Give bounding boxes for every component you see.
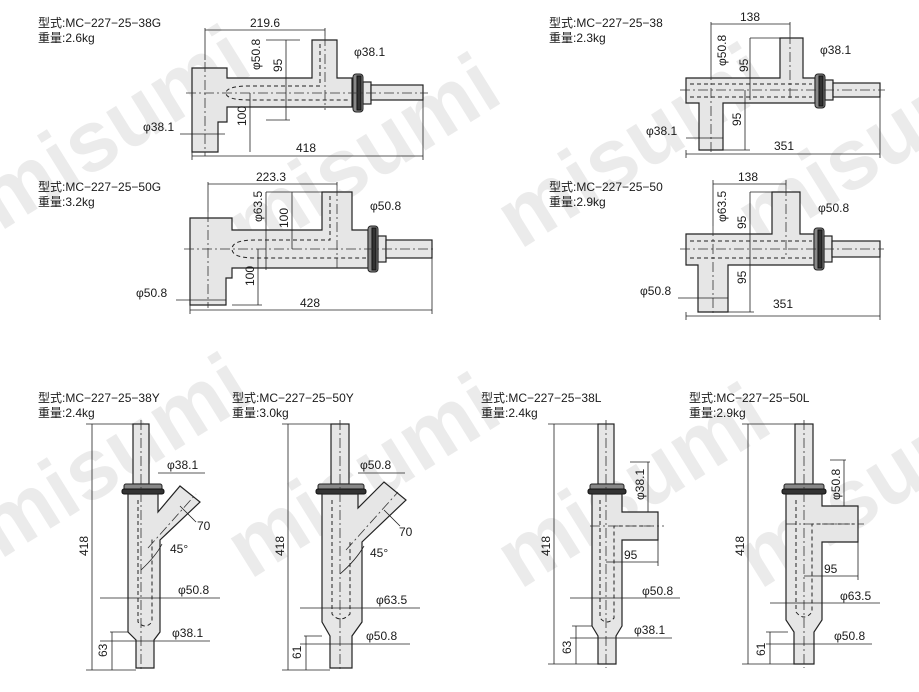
weight-label: 重量:2.4kg bbox=[481, 406, 538, 420]
dim-angle: 45° bbox=[170, 542, 188, 556]
part-50: 型式:MC−227−25−50 重量:2.9kg 138 φ63.5 95 φ5… bbox=[549, 170, 884, 320]
dim-tail: 61 bbox=[754, 642, 768, 656]
dim-branch: 95 bbox=[824, 562, 838, 576]
dim-inlet-dia: φ38.1 bbox=[646, 124, 677, 138]
dim-branch-dia: φ50.8 bbox=[360, 458, 391, 472]
dim-angle: 45° bbox=[370, 546, 388, 560]
weight-label: 重量:2.3kg bbox=[549, 31, 606, 45]
dim-outlet-dia: φ50.8 bbox=[818, 201, 849, 215]
weight-label: 重量:2.9kg bbox=[689, 406, 746, 420]
model-label: 型式:MC−227−25−38Y bbox=[38, 391, 160, 405]
model-label: 型式:MC−227−25−38 bbox=[549, 16, 663, 30]
dim-length: 418 bbox=[296, 141, 316, 155]
part-38G: 型式:MC−227−25−38G 重量:2.6kg 219.6 φ50.8 95… bbox=[38, 16, 428, 160]
pipe-body bbox=[781, 420, 864, 668]
dim-height: 418 bbox=[77, 536, 91, 556]
dim-body-dia: φ50.8 bbox=[642, 584, 673, 598]
dim-branch-dia: φ38.1 bbox=[167, 458, 198, 472]
dim-riser-h: 95 bbox=[735, 215, 749, 229]
dim-branch: 70 bbox=[399, 525, 413, 539]
dim-length: 351 bbox=[773, 297, 793, 311]
dim-drop: 100 bbox=[243, 266, 257, 286]
model-label: 型式:MC−227−25−50L bbox=[689, 391, 810, 405]
model-label: 型式:MC−227−25−38G bbox=[38, 16, 161, 30]
dim-riser-dia: φ63.5 bbox=[251, 191, 265, 222]
model-label: 型式:MC−227−25−50Y bbox=[232, 391, 354, 405]
dimensions: 418 φ50.8 95 φ63.5 φ50.8 61 bbox=[733, 423, 880, 665]
part-50L: 型式:MC−227−25−50L 重量:2.9kg 418 φ50.8 95 φ… bbox=[689, 391, 880, 668]
weight-label: 重量:3.2kg bbox=[38, 195, 95, 209]
model-label: 型式:MC−227−25−50 bbox=[549, 180, 663, 194]
dim-riser-dia: φ50.8 bbox=[249, 39, 263, 70]
dim-length: 351 bbox=[774, 139, 794, 153]
dim-drop: 95 bbox=[735, 270, 749, 284]
dim-height: 418 bbox=[273, 536, 287, 556]
dim-drop: 95 bbox=[730, 112, 744, 126]
pipe-body bbox=[121, 420, 201, 672]
dim-riser-h: 100 bbox=[277, 208, 291, 228]
dim-height: 418 bbox=[539, 536, 553, 556]
weight-label: 重量:3.0kg bbox=[232, 406, 289, 420]
weight-label: 重量:2.6kg bbox=[38, 31, 95, 45]
pipe-body bbox=[315, 420, 407, 672]
dim-branch: 95 bbox=[624, 548, 638, 562]
dim-top: 138 bbox=[740, 10, 760, 24]
dim-branch-dia: φ50.8 bbox=[829, 469, 843, 500]
dim-outlet-dia: φ50.8 bbox=[370, 199, 401, 213]
dim-outlet-dia: φ38.1 bbox=[354, 45, 385, 59]
dim-top: 138 bbox=[738, 170, 758, 184]
dim-outlet-dia: φ38.1 bbox=[820, 43, 851, 57]
dimensions: 418 φ38.1 70 45° φ50.8 φ38.1 63 bbox=[77, 423, 220, 671]
dim-tail-dia: φ50.8 bbox=[834, 629, 865, 643]
part-38L: 型式:MC−227−25−38L 重量:2.4kg 418 φ38.1 95 φ… bbox=[481, 391, 680, 668]
dim-body-dia: φ50.8 bbox=[178, 583, 209, 597]
dim-riser-h: 95 bbox=[271, 58, 285, 72]
pipe-body bbox=[186, 36, 428, 156]
dim-body-dia: φ63.5 bbox=[376, 593, 407, 607]
model-label: 型式:MC−227−25−38L bbox=[481, 391, 602, 405]
part-50Y: 型式:MC−227−25−50Y 重量:3.0kg 418 φ50.8 70 4… bbox=[232, 391, 420, 672]
dim-inlet-dia: φ38.1 bbox=[143, 120, 174, 134]
dimensions: 223.3 φ63.5 100 φ50.8 φ50.8 100 428 bbox=[136, 170, 433, 314]
pipe-body bbox=[184, 186, 436, 308]
dim-tail: 63 bbox=[560, 640, 574, 654]
dim-riser-dia: φ50.8 bbox=[715, 35, 729, 66]
dim-riser-dia: φ63.5 bbox=[715, 191, 729, 222]
part-38Y: 型式:MC−227−25−38Y 重量:2.4kg 418 φ38.1 70 4… bbox=[38, 391, 220, 672]
dim-tail-dia: φ38.1 bbox=[634, 623, 665, 637]
part-38: 型式:MC−227−25−38 重量:2.3kg 138 φ50.8 95 φ3… bbox=[549, 10, 885, 158]
dimensions: 418 φ50.8 70 45° φ63.5 φ50.8 61 bbox=[273, 423, 420, 671]
dim-length: 428 bbox=[300, 296, 320, 310]
dim-top: 223.3 bbox=[256, 170, 286, 184]
weight-label: 重量:2.9kg bbox=[549, 195, 606, 209]
dim-body-dia: φ63.5 bbox=[840, 589, 871, 603]
dim-tail: 63 bbox=[96, 643, 110, 657]
dim-tail-dia: φ50.8 bbox=[366, 629, 397, 643]
weight-label: 重量:2.4kg bbox=[38, 406, 95, 420]
pipe-body bbox=[587, 420, 664, 668]
dim-height: 418 bbox=[733, 536, 747, 556]
dimensions: 138 φ63.5 95 φ50.8 φ50.8 95 351 bbox=[640, 170, 881, 320]
dim-top: 219.6 bbox=[250, 16, 280, 30]
dim-branch: 70 bbox=[197, 519, 211, 533]
dimensions: 219.6 φ50.8 95 φ38.1 φ38.1 100 418 bbox=[143, 16, 424, 160]
dim-riser-h: 95 bbox=[737, 58, 751, 72]
dimensions: 138 φ50.8 95 φ38.1 φ38.1 95 351 bbox=[646, 10, 881, 158]
dim-inlet-dia: φ50.8 bbox=[136, 286, 167, 300]
dim-tail-dia: φ38.1 bbox=[172, 626, 203, 640]
dim-drop: 100 bbox=[235, 106, 249, 126]
pipe-body bbox=[680, 34, 885, 154]
model-label: 型式:MC−227−25−50G bbox=[38, 180, 161, 194]
part-50G: 型式:MC−227−25−50G 重量:3.2kg 223.3 φ63.5 10… bbox=[38, 170, 436, 314]
dim-branch-dia: φ38.1 bbox=[633, 469, 647, 500]
dimensions: 418 φ38.1 95 φ50.8 φ38.1 63 bbox=[539, 423, 680, 665]
dim-inlet-dia: φ50.8 bbox=[640, 284, 671, 298]
dim-tail: 61 bbox=[290, 645, 304, 659]
